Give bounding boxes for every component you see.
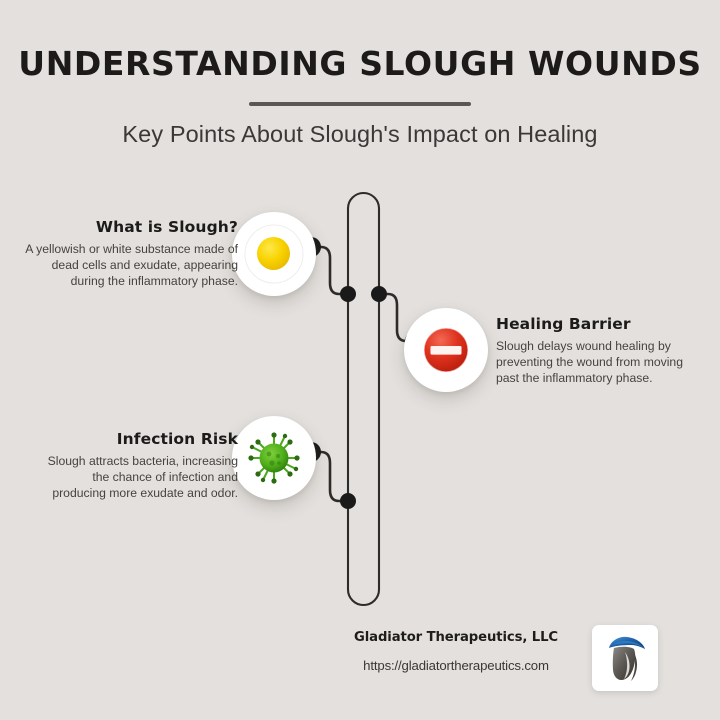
title-divider <box>249 102 471 107</box>
icon-bubble-slough <box>232 212 316 296</box>
node-dot-slough-rail <box>340 286 356 302</box>
page-subtitle: Key Points About Slough's Impact on Heal… <box>122 121 598 148</box>
no-entry-icon <box>423 327 469 373</box>
page-title: UNDERSTANDING SLOUGH WOUNDS <box>18 44 702 83</box>
node-dot-infection-rail <box>340 493 356 509</box>
footer: Gladiator Therapeutics, LLC https://glad… <box>330 622 678 698</box>
point-heading-healing-barrier: Healing Barrier <box>496 315 631 333</box>
connector-line-slough <box>309 245 350 296</box>
fried-egg-icon <box>244 224 304 284</box>
connector-line-infection <box>309 450 350 503</box>
point-block-what-is-slough: What is Slough? A yellowish or white sub… <box>16 218 238 290</box>
company-name: Gladiator Therapeutics, LLC <box>354 630 558 645</box>
point-block-healing-barrier: Healing Barrier Slough delays wound heal… <box>496 315 708 387</box>
point-body-healing-barrier: Slough delays wound healing by preventin… <box>496 339 683 386</box>
microbe-icon <box>248 432 300 484</box>
logo-container <box>592 625 658 691</box>
icon-bubble-infection <box>232 416 316 500</box>
gladiator-helmet-logo-icon <box>609 636 645 681</box>
point-body-what-is-slough: A yellowish or white substance made of d… <box>25 242 238 289</box>
point-heading-infection-risk: Infection Risk <box>116 430 238 448</box>
footer-text-group: Gladiator Therapeutics, LLC https://glad… <box>330 622 582 673</box>
point-heading-what-is-slough: What is Slough? <box>95 218 238 236</box>
node-dot-barrier-rail <box>371 286 387 302</box>
company-url[interactable]: https://gladiatortherapeutics.com <box>363 658 549 673</box>
point-body-infection-risk: Slough attracts bacteria, increasing the… <box>47 454 238 501</box>
rail-capsule <box>346 191 381 607</box>
point-block-infection-risk: Infection Risk Slough attracts bacteria,… <box>44 430 238 502</box>
header: UNDERSTANDING SLOUGH WOUNDS Key Points A… <box>0 0 720 148</box>
icon-bubble-barrier <box>404 308 488 392</box>
